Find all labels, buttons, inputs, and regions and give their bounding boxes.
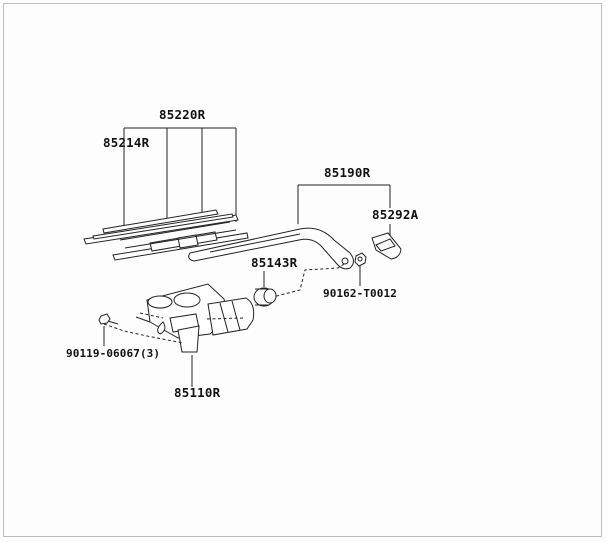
label-85220R: 85220R <box>159 107 206 122</box>
nut-icon <box>354 252 367 267</box>
wiper-blade-icon <box>83 209 249 261</box>
label-85143R: 85143R <box>251 255 298 270</box>
label-85214R: 85214R <box>103 135 150 150</box>
pivot-cap-icon <box>253 287 277 307</box>
label-85190R: 85190R <box>324 165 371 180</box>
arm-cover-icon <box>371 232 402 260</box>
bolt-icon <box>98 313 119 325</box>
diagram-frame <box>3 3 602 537</box>
label-85292A: 85292A <box>372 207 419 222</box>
label-85110R: 85110R <box>174 385 221 400</box>
label-90119-06067: 90119-06067(3) <box>66 347 160 360</box>
wiper-arm-icon <box>188 227 354 298</box>
label-90162-T0012: 90162-T0012 <box>323 287 397 300</box>
wiper-motor-icon <box>103 283 255 353</box>
